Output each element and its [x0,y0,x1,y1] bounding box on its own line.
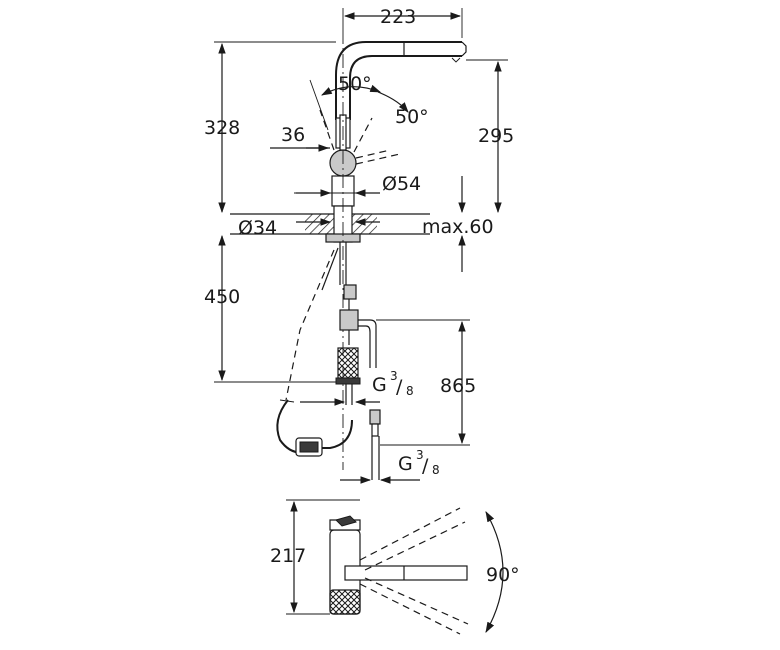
weight-base [335,377,361,385]
loop-end [279,399,295,403]
lever-forward-position [355,153,401,165]
angle-arc-spray [321,84,382,96]
hose-connector-upper [343,284,357,300]
spout-inner [349,55,462,120]
label-328: 328 [204,117,240,139]
thread-1-frac: 3 [390,369,398,383]
label-swivel-angle: 90° [486,564,520,586]
plan-knurled-base [329,589,361,615]
plan-swivel-up [359,507,461,561]
swivel-arc [485,511,504,633]
lever-forward-position-2 [355,149,391,159]
supply-nut-2 [369,409,381,425]
faucet-plan-view: 90° 217 [270,499,520,635]
plan-spout [344,565,468,581]
label-diameter-34: Ø34 [238,217,277,239]
side-supply-tube-inner [358,325,371,368]
thread-2-slash: / [422,455,429,477]
hose-weight [337,347,359,379]
dimensions-elevation: 223 328 295 50° 50° 36 Ø54 Ø34 max.60 45… [204,6,514,484]
label-angle-lever: 50° [395,106,429,128]
label-865: 865 [440,375,476,397]
spout-outer [335,41,462,120]
label-223: 223 [380,6,416,28]
plan-lever-cap [335,515,357,527]
label-217: 217 [270,545,306,567]
label-max60: max.60 [422,216,494,238]
spray-outlet [451,57,461,63]
lever-right-position [353,117,373,153]
loop-clip-core [299,441,319,453]
label-diameter-54: Ø54 [382,173,421,195]
angle-arc-lever [377,91,409,113]
hose-loop-right [316,419,353,449]
pull-out-hose-start [321,247,339,291]
pull-out-hose-dashed [285,249,335,401]
thread-1-den: 8 [406,384,414,398]
supply-fitting-2 [371,423,379,437]
thread-2-frac: 3 [416,448,424,462]
check-valve [339,309,359,331]
label-295: 295 [478,125,514,147]
lever-left-position [319,109,335,151]
plan-swivel-down-2 [364,577,469,625]
faucet-elevation [230,30,467,480]
spout-tip [461,41,467,57]
label-angle-spray: 50° [338,73,372,95]
side-supply-tube [358,319,377,368]
label-thread-1: G [372,374,387,396]
label-36: 36 [281,124,305,146]
plan-swivel-up-2 [364,521,466,571]
label-450: 450 [204,286,240,308]
angle-ref-line [309,79,329,131]
label-thread-2: G [398,453,413,475]
thread-2-den: 8 [432,463,440,477]
plan-swivel-down [359,583,461,635]
thread-1-slash: / [396,376,403,398]
